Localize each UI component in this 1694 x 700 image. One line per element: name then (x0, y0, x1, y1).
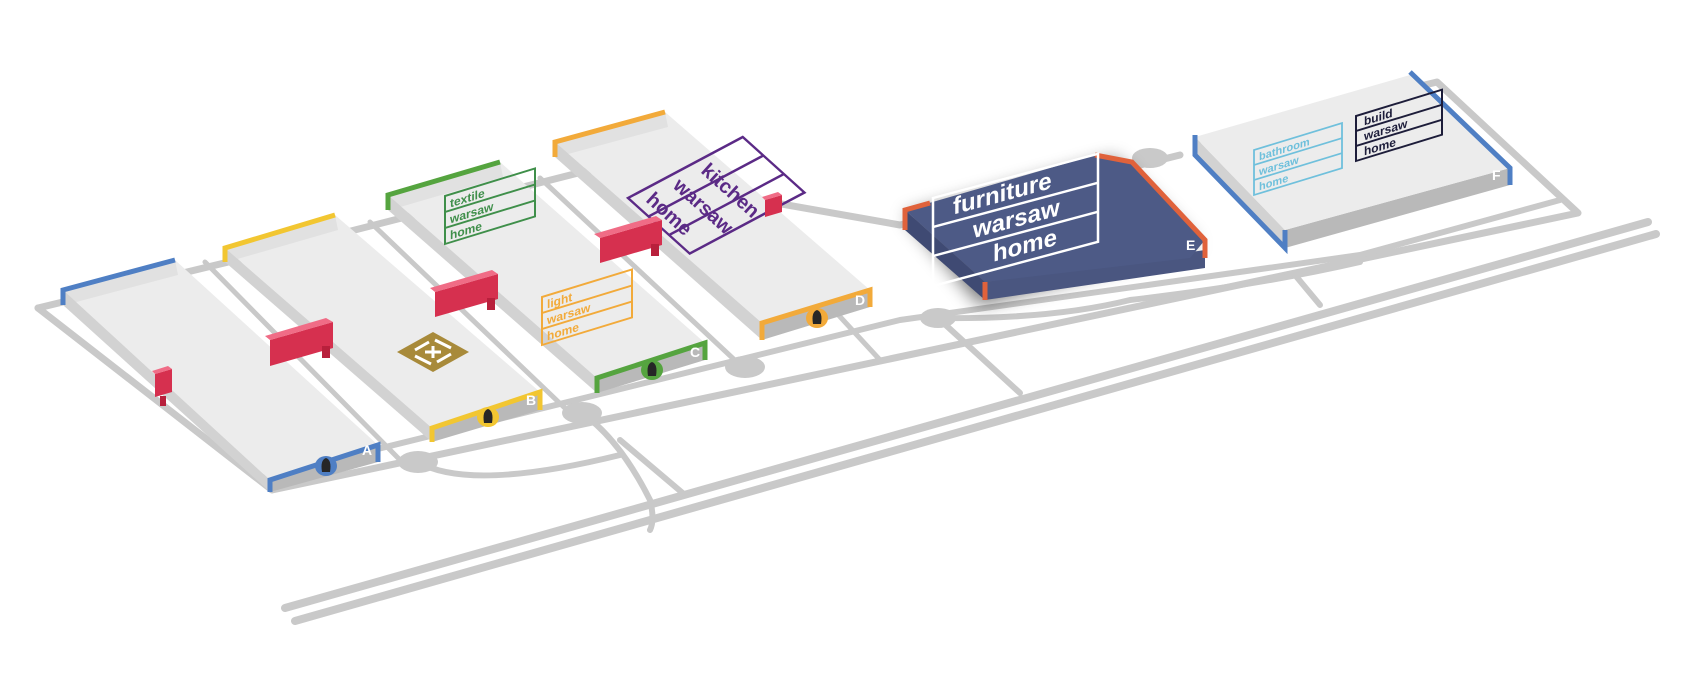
highway-lane (281, 218, 1652, 612)
hall-lane (537, 175, 743, 368)
walkway-connectors (152, 192, 782, 406)
hall-accent-front (759, 286, 873, 340)
hall-front-wall (1285, 168, 1510, 248)
hall-lane (202, 259, 403, 463)
access-road (415, 452, 623, 479)
hall-letter: B (526, 392, 536, 408)
entrance-icon (641, 360, 663, 380)
roundabout (1132, 148, 1168, 168)
hall-letter: E (1186, 237, 1195, 253)
hall-accent-rear (385, 159, 501, 210)
sign-light: light warsaw home (541, 268, 633, 347)
hall-accent-front (1408, 70, 1513, 185)
hall-f[interactable]: F bathroom warsaw home build warsaw home (1192, 70, 1513, 255)
hall-accent-rear (902, 200, 931, 230)
roundabout (562, 402, 602, 424)
entrance-icon (315, 456, 337, 476)
hall-accent-edge (1094, 152, 1208, 258)
hall-letter: D (855, 292, 865, 308)
service-road (257, 197, 1563, 481)
walkway-connector (430, 270, 498, 317)
fair-logo-icon (397, 332, 469, 372)
roundabout (920, 308, 956, 328)
hall-roof (388, 162, 705, 378)
connector-road (1292, 272, 1323, 308)
hall-roof (225, 215, 540, 428)
connector-road (579, 410, 656, 533)
connector-road (935, 315, 1023, 396)
hall-letter: F (1492, 167, 1501, 183)
hall-roof (63, 260, 378, 480)
hall-accent-rear (60, 257, 176, 305)
connector-road (617, 437, 688, 498)
hall-roof-shade (225, 215, 338, 262)
hall-roof-shade (388, 162, 503, 210)
walkway-connector (594, 216, 662, 263)
hall-accent-rear (222, 212, 336, 262)
hall-accent-rear (552, 109, 666, 157)
sign-build: build warsaw home (1355, 88, 1443, 163)
hall-letter: A (362, 442, 372, 458)
hall-roof (555, 112, 870, 323)
entrance-icon (477, 407, 499, 427)
hall-accent-rear (1192, 135, 1288, 255)
walkway-connector (762, 192, 782, 217)
walkway-connector (265, 318, 333, 366)
entrance-icon (806, 308, 828, 328)
hall-letter: C (690, 344, 700, 360)
roundabout (725, 356, 765, 378)
hall-lane (367, 219, 573, 416)
hall-roof-shade (63, 260, 178, 305)
roundabout (398, 451, 438, 473)
roundabouts (398, 148, 1168, 473)
hall-roof (905, 155, 1205, 282)
hall-roof-shade (555, 112, 668, 157)
hall-side-wall (1195, 137, 1285, 248)
highway-lane (291, 230, 1660, 625)
walkway-connector (152, 366, 172, 406)
hall-roof (1195, 75, 1510, 230)
